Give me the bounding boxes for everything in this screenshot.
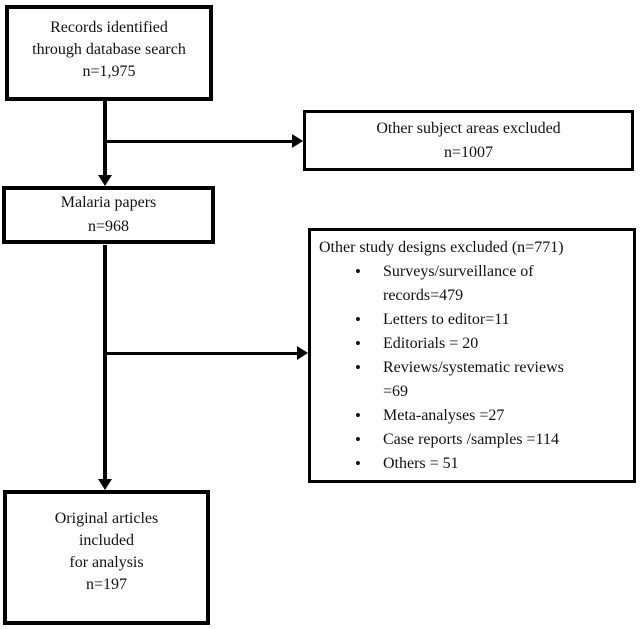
excluded-designs-list: • Surveys/surveillance of records=479 • … [319,260,627,476]
connector-malaria-to-included [103,245,107,479]
box-subjects-line: Other subject areas excluded [376,119,561,137]
box-original-articles-included: Original articles included for analysis … [3,490,210,625]
connector-records-to-malaria [103,101,107,177]
connector-to-designs-excluded [103,352,297,355]
bullet-icon: • [355,430,361,449]
box-malaria-papers: Malaria papers n=968 [2,186,215,244]
box-malaria-count: n=968 [87,218,130,235]
list-item: • Editorials = 20 [319,332,627,356]
list-item: • Reviews/systematic reviews =69 [355,358,564,400]
bullet-icon: • [355,262,361,281]
list-item: • Others = 51 [319,452,627,476]
arrowhead-right-icon [297,346,308,360]
box-included-line: included [78,532,135,549]
connector-to-subjects-excluded [103,140,292,143]
arrowhead-right-icon [292,134,303,148]
bullet-icon: • [355,358,361,377]
box-other-designs-excluded: Other study designs excluded (n=771) • S… [308,228,636,483]
list-item: • Surveys/surveillance of records=479 [355,262,534,304]
list-item: • Case reports /samples =114 [319,428,627,452]
arrowhead-down-icon [98,175,112,186]
box-included-line: for analysis [69,554,144,571]
list-item: • Letters to editor=11 [319,308,627,332]
box-subjects-count: n=1007 [443,143,494,161]
box-malaria-line: Malaria papers [60,194,157,211]
box-records-line: through database search [32,41,186,58]
bullet-icon: • [355,454,361,473]
box-designs-title: Other study designs excluded (n=771) [319,239,564,256]
arrowhead-down-icon [98,479,112,490]
box-records-identified: Records identified through database sear… [5,5,213,101]
box-records-count: n=1,975 [82,63,136,80]
list-item: • Meta-analyses =27 [319,404,627,428]
box-included-line: Original articles [54,510,159,527]
bullet-icon: • [355,406,361,425]
box-included-count: n=197 [85,576,128,593]
box-other-subjects-excluded: Other subject areas excluded n=1007 [303,110,634,171]
box-records-line: Records identified [50,19,168,36]
bullet-icon: • [355,310,361,329]
bullet-icon: • [355,334,361,353]
